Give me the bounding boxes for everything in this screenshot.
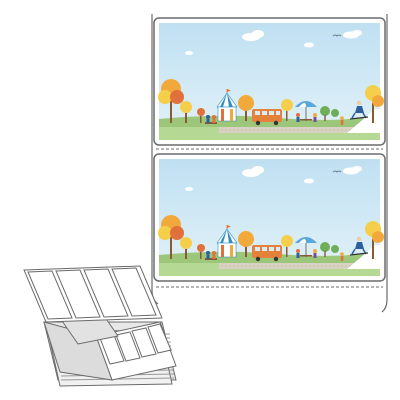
stack-label-cell xyxy=(147,323,172,354)
autumn-park-illustration xyxy=(157,158,385,277)
fanfold-label-stack-icon xyxy=(23,265,177,387)
stack-label-cell xyxy=(111,267,157,317)
backing-edge-right xyxy=(381,14,388,313)
autumn-park-illustration xyxy=(157,22,385,141)
stack-label-cell xyxy=(131,327,157,358)
stack-label-cell xyxy=(83,268,129,318)
stack-label-cell xyxy=(27,270,73,320)
stack-label-cell xyxy=(55,269,101,319)
stack-label-cell xyxy=(115,331,141,362)
